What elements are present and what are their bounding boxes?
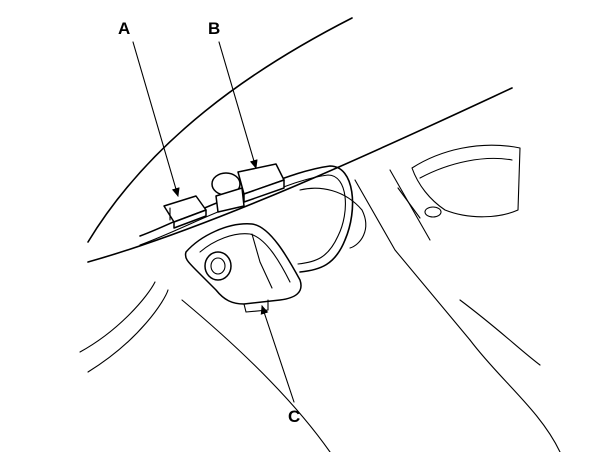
callout-c-leader [260, 305, 295, 403]
callout-b-leader [218, 41, 258, 169]
callout-label-c: C [288, 407, 300, 426]
callout-label-a: A [118, 19, 130, 38]
callout-label-b: B [208, 19, 220, 38]
connector-b [211, 163, 285, 213]
handle-recess [397, 144, 521, 219]
rear-camera [184, 223, 302, 313]
tailgate-body [79, 17, 561, 452]
callout-a-leader [132, 41, 180, 197]
connector-a [163, 195, 207, 229]
